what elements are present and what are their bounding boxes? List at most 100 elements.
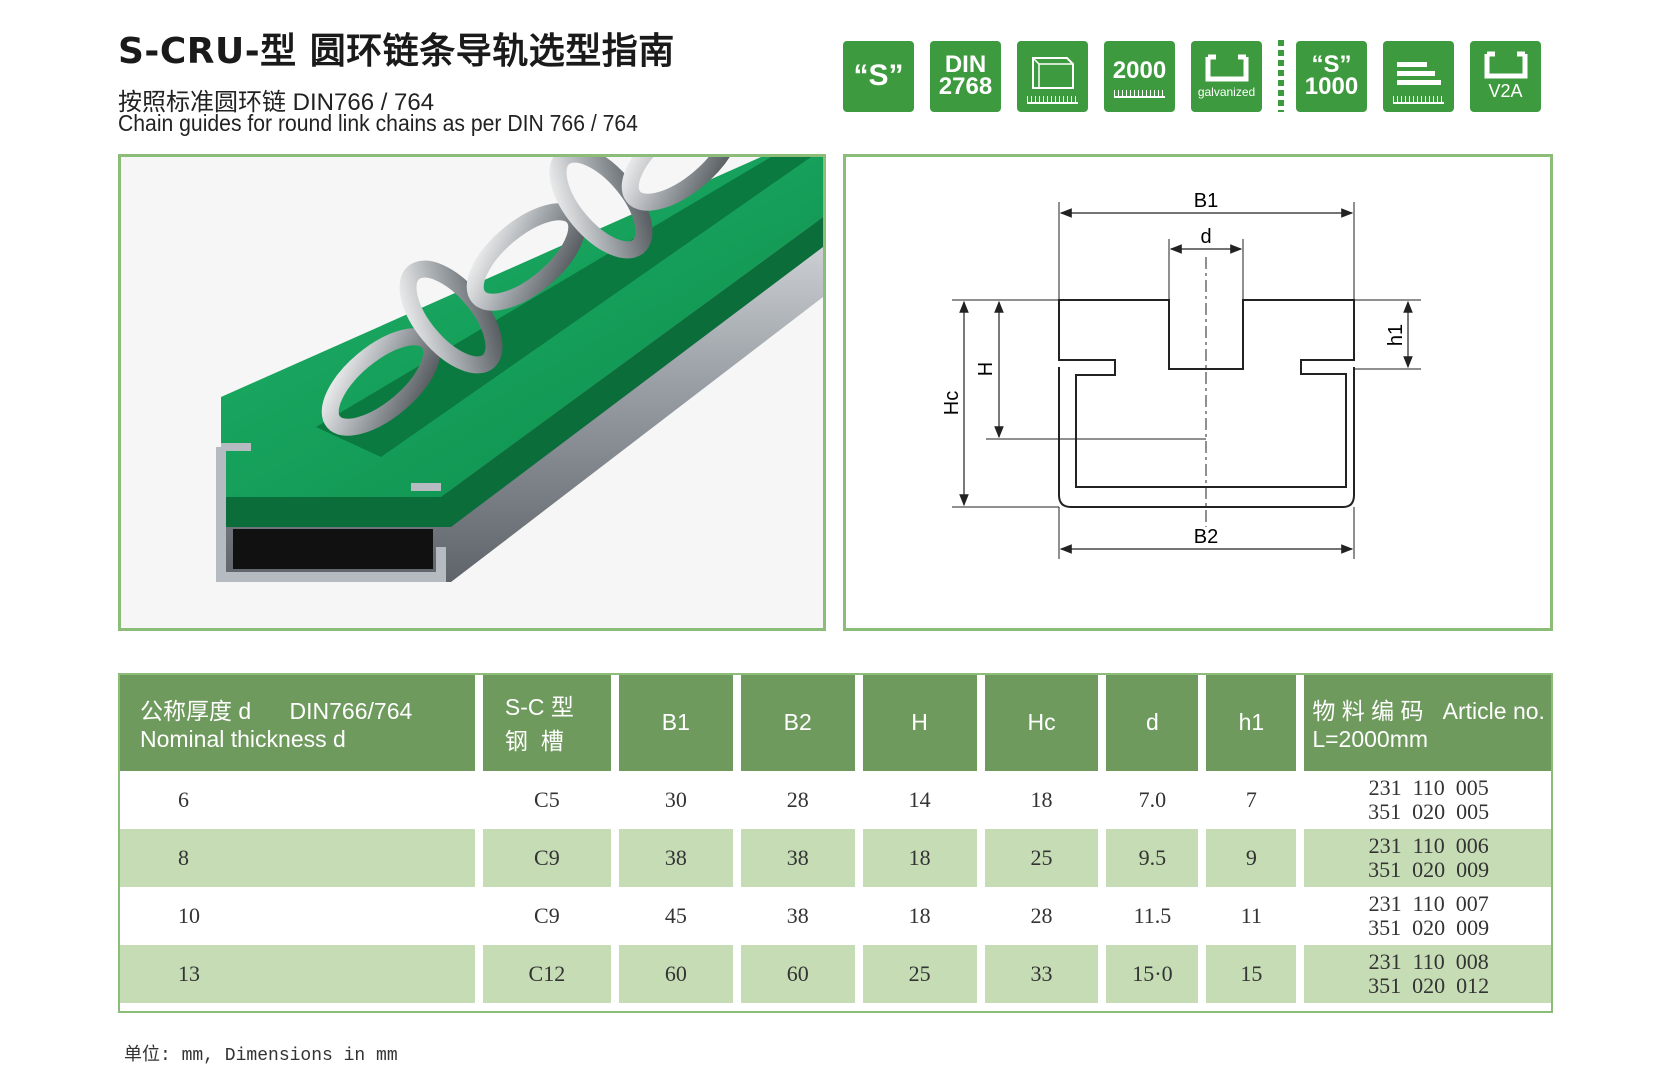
subtitle-english: Chain guides for round link chains as pe…: [118, 110, 638, 136]
header-nominal-line2: Nominal thickness d: [140, 725, 346, 752]
header-nominal-line1: 公称厚度 d DIN766/764: [140, 697, 413, 724]
cell-d: 9.5: [1106, 829, 1207, 887]
cell-hc: 28: [984, 887, 1107, 945]
cell-sc: C5: [482, 771, 619, 829]
cell-hc: 25: [984, 829, 1107, 887]
header-h1: h1: [1206, 673, 1305, 771]
label-d: d: [1200, 226, 1211, 248]
label-b1: B1: [1194, 190, 1218, 212]
label-h: H: [975, 362, 997, 376]
galvanized-label: galvanized: [1197, 85, 1256, 99]
header-h: H: [862, 673, 985, 771]
label-hc: Hc: [941, 391, 963, 415]
cell-b1: 45: [618, 887, 741, 945]
channel-icon: [1205, 54, 1248, 82]
label-h1: h1: [1385, 324, 1407, 346]
s-quote-label: “S”: [853, 59, 904, 92]
header-article-no: 物 料 编 码 Article no. L=2000mm: [1304, 673, 1553, 771]
article-no-line2: 351 020 009: [1368, 857, 1490, 882]
channel-icon: [1484, 51, 1527, 79]
cross-section-drawing: B1 d h1 H Hc B2: [843, 154, 1553, 631]
cell-hc: 18: [984, 771, 1107, 829]
cell-h: 14: [862, 771, 985, 829]
v2a-channel-badge: V2A: [1470, 40, 1541, 112]
stacked-bars-icon: [1396, 62, 1441, 85]
table-header-row: 公称厚度 d DIN766/764 Nominal thickness d S-…: [118, 673, 1553, 771]
cell-b1: 38: [618, 829, 741, 887]
s-1000-badge: “S” 1000: [1296, 40, 1367, 112]
length-2000-badge: 2000: [1104, 40, 1175, 112]
cell-d-nom: 6: [118, 771, 483, 829]
product-photo: [118, 154, 826, 631]
cell-h: 18: [862, 887, 985, 945]
cell-b2: 38: [740, 829, 863, 887]
cell-h1: 7: [1206, 771, 1305, 829]
s-1000-number-label: 1000: [1304, 73, 1359, 100]
cell-d: 11.5: [1106, 887, 1207, 945]
din-2768-badge: DIN 2768: [930, 40, 1001, 112]
v2a-label: V2A: [1488, 81, 1523, 101]
header-sc-line2: 钢 槽: [504, 728, 564, 754]
label-b2: B2: [1194, 526, 1218, 548]
ruler-icon: [1393, 95, 1444, 104]
badge-divider: [1278, 40, 1284, 112]
din-label: DIN: [944, 51, 987, 78]
cell-d-nom: 13: [118, 945, 483, 1003]
chain-guide-illustration: [121, 157, 823, 628]
feature-badges: “S” DIN 2768 2000 galvanized “S” 1000: [843, 40, 1541, 112]
cell-d: 7.0: [1106, 771, 1207, 829]
galvanized-channel-badge: galvanized: [1191, 40, 1262, 112]
stacked-bars-badge: [1383, 40, 1454, 112]
ruler-icon: [1114, 89, 1165, 98]
din-number-label: 2768: [938, 73, 993, 100]
cell-h1: 11: [1206, 887, 1305, 945]
subtitle-chinese: 按照标准圆环链 DIN766 / 764: [118, 89, 435, 116]
article-no-line2: 351 020 009: [1368, 915, 1490, 940]
article-no-line2: 351 020 012: [1368, 973, 1490, 998]
ruler-icon: [1027, 95, 1078, 104]
length-label: 2000: [1112, 57, 1167, 84]
cell-h1: 15: [1206, 945, 1305, 1003]
header-nominal-thickness: 公称厚度 d DIN766/764 Nominal thickness d: [118, 673, 483, 771]
header-article-line1: 物 料 编 码 Article no.: [1312, 697, 1545, 724]
cell-sc: C9: [482, 887, 619, 945]
article-no-line1: 231 110 005: [1368, 775, 1489, 800]
s-quote-badge: “S”: [843, 40, 914, 112]
cell-d-nom: 10: [118, 887, 483, 945]
page-title: S-CRU-型 圆环链条导轨选型指南: [118, 31, 675, 72]
header-d: d: [1106, 673, 1207, 771]
specification-table: 公称厚度 d DIN766/764 Nominal thickness d S-…: [118, 673, 1553, 1003]
profile-ruler-badge: [1017, 40, 1088, 112]
cell-b2: 38: [740, 887, 863, 945]
article-no-line1: 231 110 006: [1368, 833, 1489, 858]
cell-hc: 33: [984, 945, 1107, 1003]
cell-h1: 9: [1206, 829, 1305, 887]
cell-b1: 60: [618, 945, 741, 1003]
cell-d: 15·0: [1106, 945, 1207, 1003]
cell-sc: C9: [482, 829, 619, 887]
article-no-line1: 231 110 008: [1368, 949, 1489, 974]
profile-block-icon: [1031, 57, 1074, 89]
cell-h: 25: [862, 945, 985, 1003]
article-no-line2: 351 020 005: [1368, 799, 1490, 824]
header-article-line2: L=2000mm: [1312, 725, 1429, 752]
header-b1: B1: [618, 673, 741, 771]
cell-h: 18: [862, 829, 985, 887]
header-hc: Hc: [984, 673, 1107, 771]
header-b2: B2: [740, 673, 863, 771]
header-sc-line1: S-C 型: [504, 694, 574, 720]
units-footnote: 单位: mm, Dimensions in mm: [124, 1046, 398, 1066]
cell-b2: 60: [740, 945, 863, 1003]
cell-b1: 30: [618, 771, 741, 829]
cell-b2: 28: [740, 771, 863, 829]
cell-sc: C12: [482, 945, 619, 1003]
article-no-line1: 231 110 007: [1368, 891, 1489, 916]
